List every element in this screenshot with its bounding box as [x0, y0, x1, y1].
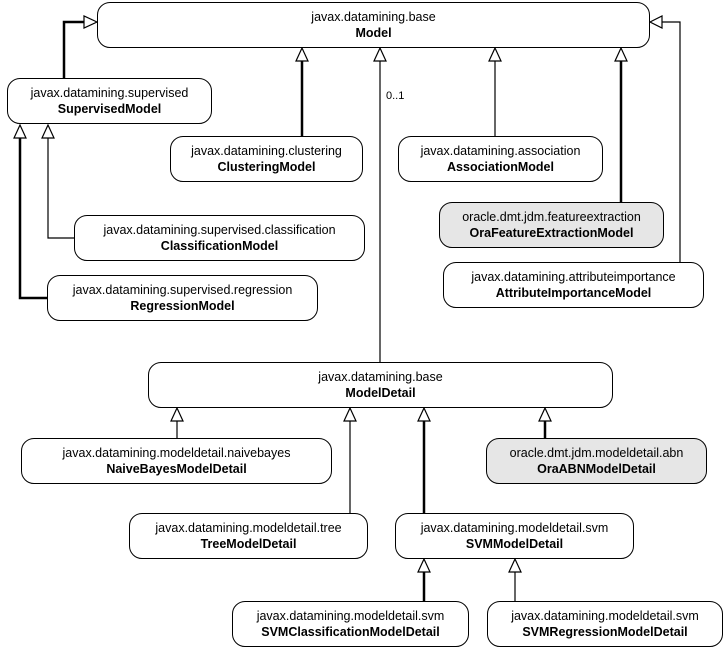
svm-classification-arrowhead: [417, 557, 431, 573]
svm-regression-model-detail-class-box[interactable]: javax.datamining.modeldetail.svm SVMRegr…: [487, 601, 723, 647]
ora-abn-arrowhead: [538, 406, 552, 422]
svm-model-detail-class-box[interactable]: javax.datamining.modeldetail.svm SVMMode…: [395, 513, 634, 559]
class-package: javax.datamining.modeldetail.svm: [511, 609, 699, 623]
clustering-model-class-box[interactable]: javax.datamining.clustering ClusteringMo…: [170, 136, 363, 182]
model-detail-class-box[interactable]: javax.datamining.base ModelDetail: [148, 362, 613, 408]
class-name: ClassificationModel: [160, 239, 279, 253]
supervised-model-class-box[interactable]: javax.datamining.supervised SupervisedMo…: [7, 78, 212, 124]
class-package: javax.datamining.supervised.classificati…: [103, 223, 336, 237]
attribute-importance-model-class-box[interactable]: javax.datamining.attributeimportance Att…: [443, 262, 704, 308]
ora-abn-model-detail-class-box[interactable]: oracle.dmt.jdm.modeldetail.abn OraABNMod…: [486, 438, 707, 484]
class-package: javax.datamining.base: [318, 370, 443, 384]
naive-bayes-arrowhead: [170, 406, 184, 422]
class-name: ModelDetail: [345, 386, 416, 400]
class-name: SVMModelDetail: [465, 537, 564, 551]
naive-bayes-model-detail-class-box[interactable]: javax.datamining.modeldetail.naivebayes …: [21, 438, 332, 484]
class-name: SVMClassificationModelDetail: [261, 625, 440, 639]
association-model-arrowhead: [488, 46, 502, 62]
class-name: OraFeatureExtractionModel: [469, 226, 634, 240]
association-multiplicity: 0..1: [386, 90, 405, 102]
model-class-box[interactable]: javax.datamining.base Model: [97, 2, 650, 48]
tree-arrowhead: [343, 406, 357, 422]
class-name: AttributeImportanceModel: [495, 286, 652, 300]
attribute-importance-arrowhead: [648, 15, 663, 29]
tree-model-detail-class-box[interactable]: javax.datamining.modeldetail.tree TreeMo…: [129, 513, 368, 559]
class-package: javax.datamining.supervised.regression: [72, 283, 293, 297]
svm-classification-model-detail-class-box[interactable]: javax.datamining.modeldetail.svm SVMClas…: [232, 601, 469, 647]
ora-feature-extraction-model-class-box[interactable]: oracle.dmt.jdm.featureextraction OraFeat…: [439, 202, 664, 248]
attribute-importance-inheritance-line: [662, 21, 681, 262]
regression-model-class-box[interactable]: javax.datamining.supervised.regression R…: [47, 275, 318, 321]
supervised-model-inheritance-line: [62, 20, 84, 78]
class-package: oracle.dmt.jdm.featureextraction: [462, 210, 641, 224]
association-model-class-box[interactable]: javax.datamining.association Association…: [398, 136, 603, 182]
class-package: javax.datamining.modeldetail.naivebayes: [62, 446, 291, 460]
regression-model-inheritance-line: [18, 138, 47, 300]
class-name: ClusteringModel: [217, 160, 316, 174]
class-package: javax.datamining.clustering: [191, 144, 342, 158]
class-name: AssociationModel: [447, 160, 554, 174]
class-name: RegressionModel: [130, 299, 235, 313]
classification-model-class-box[interactable]: javax.datamining.supervised.classificati…: [74, 215, 365, 261]
class-name: SVMRegressionModelDetail: [522, 625, 688, 639]
class-package: javax.datamining.base: [311, 10, 436, 24]
svm-regression-arrowhead: [508, 557, 522, 573]
class-package: oracle.dmt.jdm.modeldetail.abn: [509, 446, 684, 460]
class-package: javax.datamining.modeldetail.svm: [420, 521, 609, 535]
regression-model-arrowhead: [13, 123, 27, 139]
supervised-model-arrowhead: [83, 15, 99, 29]
classification-model-arrowhead: [41, 123, 55, 139]
class-name: OraABNModelDetail: [537, 462, 656, 476]
svm-arrowhead: [417, 406, 431, 422]
class-name: SupervisedModel: [57, 102, 162, 116]
classification-model-inheritance-line: [47, 138, 74, 239]
class-package: javax.datamining.supervised: [30, 86, 189, 100]
class-package: javax.datamining.association: [420, 144, 581, 158]
class-name: NaiveBayesModelDetail: [106, 462, 247, 476]
class-package: javax.datamining.attributeimportance: [471, 270, 676, 284]
class-package: javax.datamining.modeldetail.svm: [256, 609, 445, 623]
ora-feature-extraction-arrowhead: [614, 46, 628, 62]
clustering-model-arrowhead: [295, 46, 309, 62]
class-name: Model: [355, 26, 392, 40]
class-name: TreeModelDetail: [200, 537, 297, 551]
model-detail-association-arrowhead: [373, 46, 387, 62]
class-package: javax.datamining.modeldetail.tree: [155, 521, 342, 535]
